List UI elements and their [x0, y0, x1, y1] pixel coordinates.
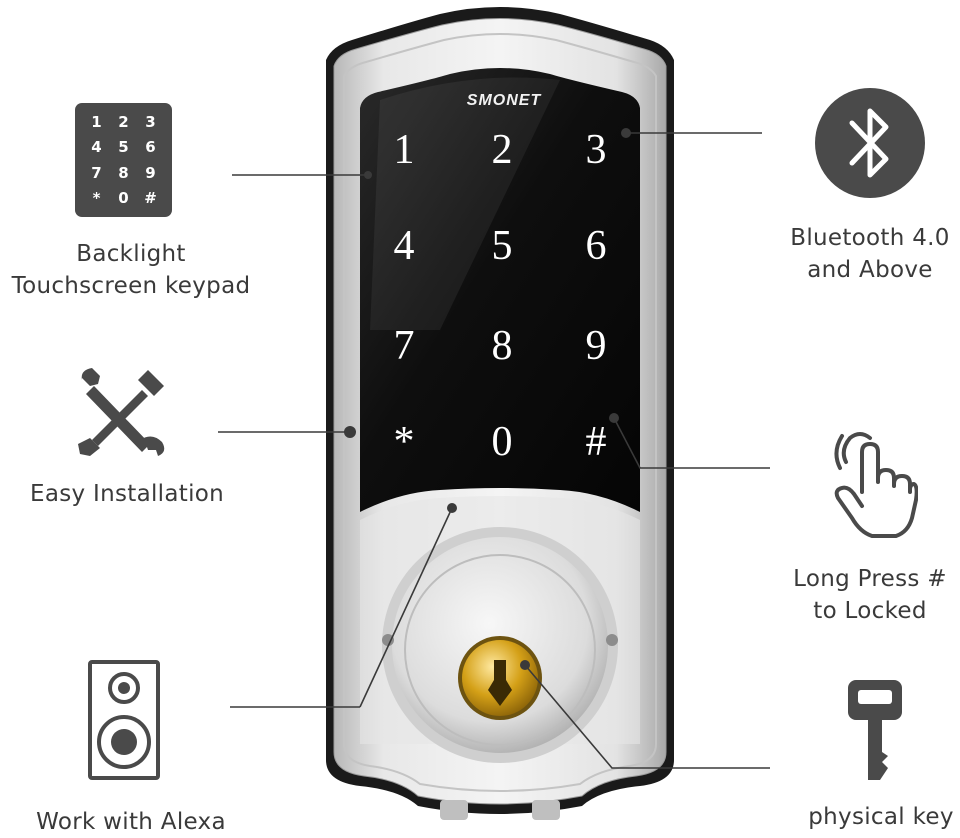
- feature-label-physical-key: physical key: [808, 804, 954, 830]
- feature-label-lock-press: Long Press # to Locked: [793, 566, 947, 624]
- keypad-key[interactable]: 0: [491, 419, 513, 465]
- keypad-key[interactable]: 5: [491, 223, 513, 269]
- feature-label-alexa: Work with Alexa: [36, 809, 226, 835]
- keypad-icon-key: #: [144, 189, 157, 208]
- keypad-icon-key: 5: [118, 138, 129, 157]
- keypad-key[interactable]: #: [585, 419, 607, 465]
- keypad-key[interactable]: 6: [585, 223, 607, 269]
- keypad-icon-key: 8: [118, 163, 129, 182]
- feature-label-keypad: Backlight Touchscreen keypad: [11, 241, 251, 299]
- keypad-icon-key: 6: [145, 138, 156, 157]
- keypad-icon-key: 3: [145, 112, 156, 131]
- keypad-icon: 1 2 3 4 5 6 7 8 9 * 0 #: [75, 103, 172, 217]
- brand-logo: SMONET: [466, 92, 542, 109]
- keypad-key[interactable]: 8: [491, 323, 513, 369]
- keypad-icon-key: 4: [91, 138, 102, 157]
- tools-icon: [78, 368, 165, 456]
- keypad-key[interactable]: *: [393, 419, 415, 465]
- bluetooth-icon: [815, 88, 925, 198]
- keypad-icon-key: *: [92, 189, 101, 208]
- keypad-key[interactable]: 2: [491, 127, 513, 173]
- hand-press-icon: [834, 432, 918, 538]
- keypad-key[interactable]: 7: [393, 323, 415, 369]
- keypad-icon-key: 0: [118, 189, 129, 208]
- feature-label-installation: Easy Installation: [29, 481, 225, 507]
- keypad-key[interactable]: 9: [585, 323, 607, 369]
- keypad-key[interactable]: 4: [393, 223, 415, 269]
- keypad-icon-key: 9: [145, 163, 156, 182]
- keypad-icon-key: 7: [91, 163, 102, 182]
- keypad-key[interactable]: 1: [393, 127, 415, 173]
- feature-label-bluetooth: Bluetooth 4.0 and Above: [790, 225, 950, 283]
- keypad-key[interactable]: 3: [585, 127, 607, 173]
- speaker-icon: [88, 660, 160, 780]
- keypad-icon-key: 1: [91, 112, 102, 131]
- keypad-icon-key: 2: [118, 112, 129, 131]
- key-icon: [848, 680, 902, 780]
